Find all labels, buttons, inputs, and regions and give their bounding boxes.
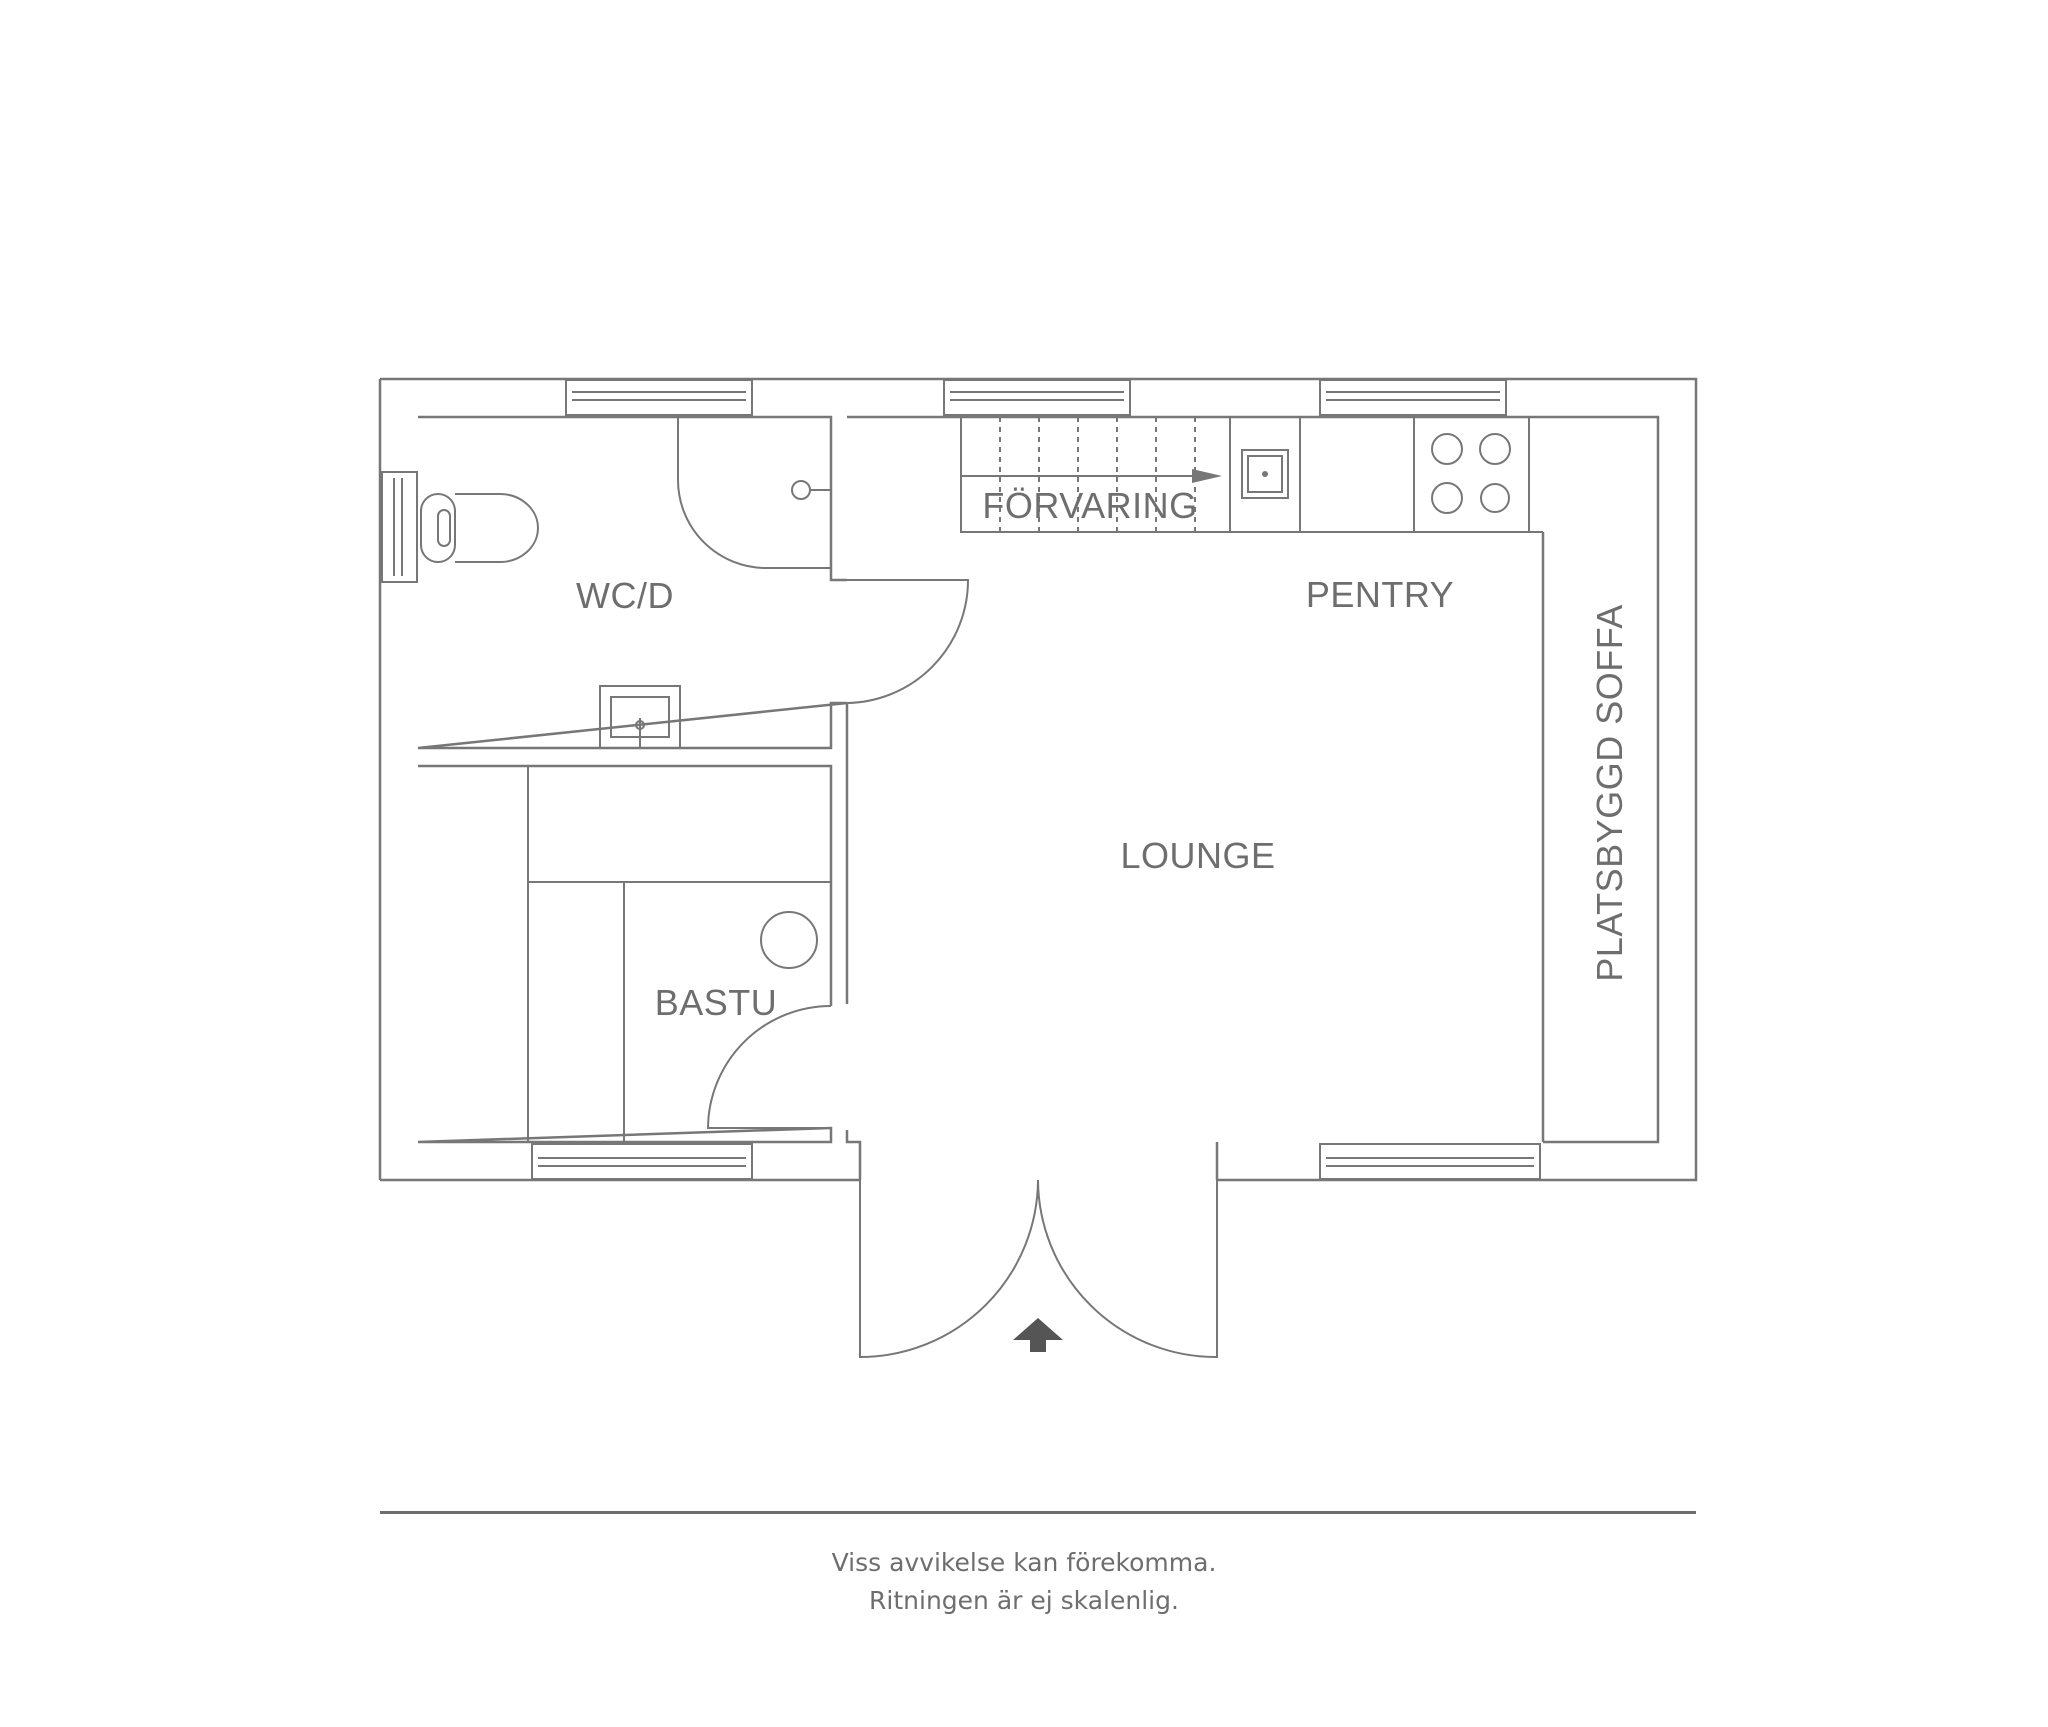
windows xyxy=(381,379,1541,1180)
disclaimer-line-2: Ritningen är ej skalenlig. xyxy=(869,1586,1179,1615)
kitchen-sink-icon xyxy=(1241,449,1289,499)
room-label-sauna: BASTU xyxy=(655,982,778,1023)
entrance-doors xyxy=(859,1179,1218,1359)
room-label-storage: FÖRVARING xyxy=(982,485,1197,526)
window-bottom-lounge xyxy=(1319,1143,1541,1180)
sink-icon xyxy=(599,685,681,749)
room-label-kitchen: PENTRY xyxy=(1306,574,1454,615)
disclaimer-line-1: Viss avvikelse kan förekomma. xyxy=(831,1548,1217,1577)
window-top-kitchen xyxy=(1319,379,1507,416)
window-top-wc xyxy=(565,379,753,416)
sauna-fixtures xyxy=(527,766,831,1142)
window-bottom-sauna xyxy=(531,1143,753,1180)
stove-icon xyxy=(1431,433,1511,514)
room-label-wc: WC/D xyxy=(576,575,674,616)
sauna-door xyxy=(706,1005,832,1129)
room-label-sofa: PLATSBYGGD SOFFA xyxy=(1589,604,1630,981)
entrance-arrow-icon xyxy=(1013,1318,1063,1352)
storage-area xyxy=(960,417,1543,533)
toilet-icon xyxy=(420,493,539,563)
window-left-wc xyxy=(381,471,418,583)
sauna-stove-icon xyxy=(760,911,818,969)
wc-fixtures xyxy=(420,417,831,749)
wc-door xyxy=(846,579,970,704)
room-label-lounge: LOUNGE xyxy=(1120,835,1275,876)
footer-divider xyxy=(380,1511,1696,1514)
window-top-storage xyxy=(943,379,1131,416)
kitchen-counter xyxy=(1241,417,1545,1142)
